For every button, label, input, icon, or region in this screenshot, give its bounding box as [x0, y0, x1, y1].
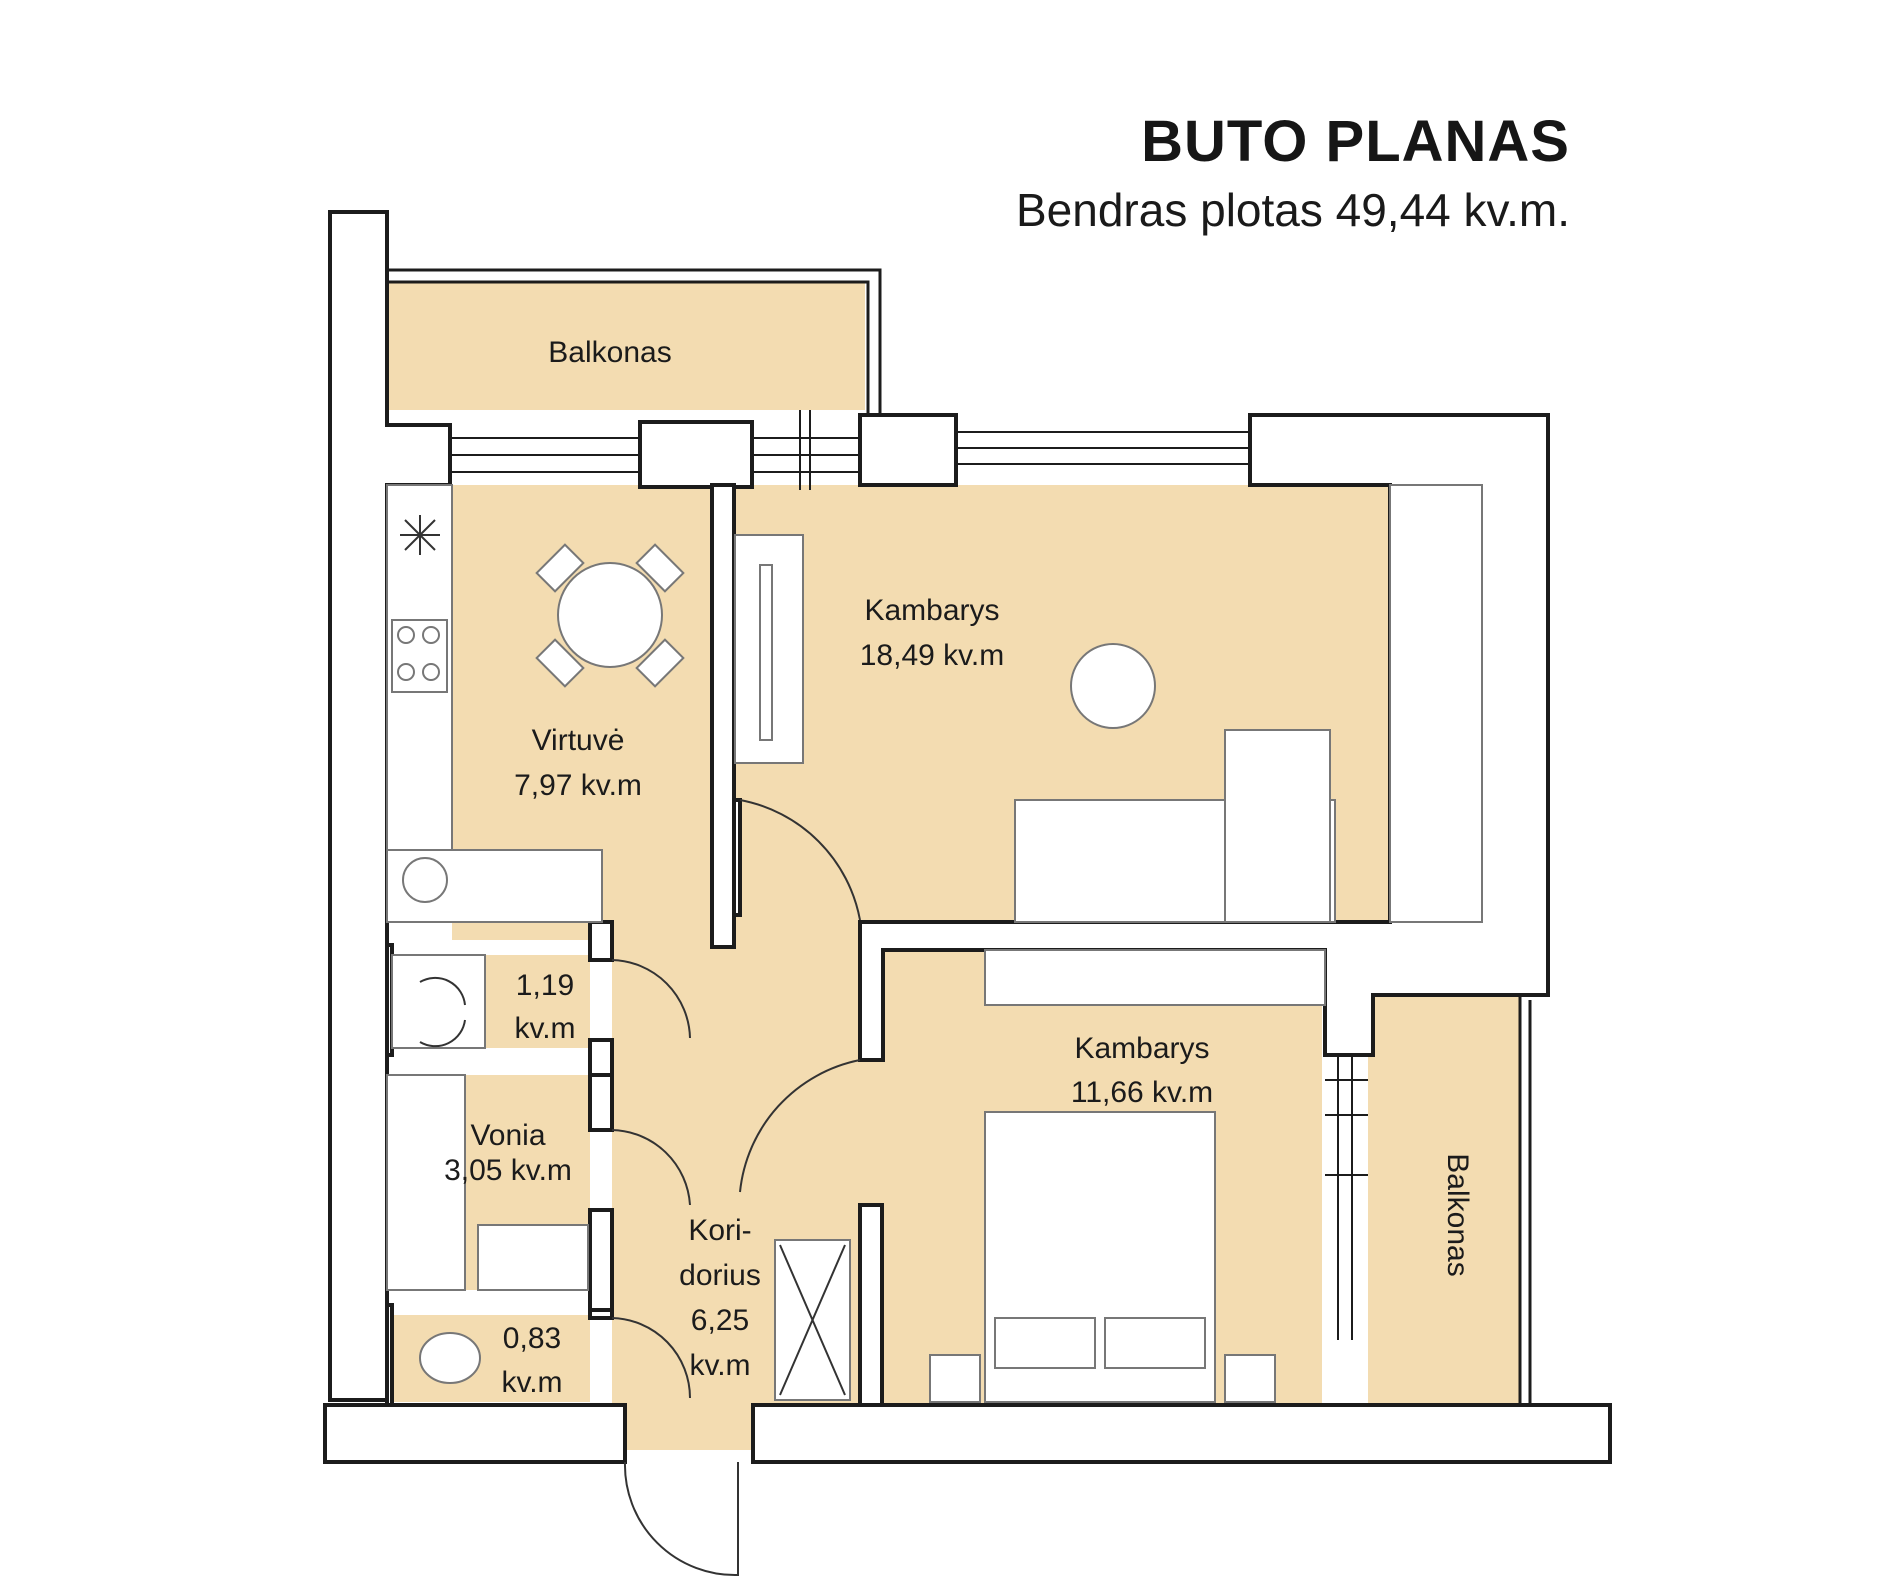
bottom-right-wall	[751, 1403, 1612, 1464]
corridor-name-1: Kori-	[688, 1214, 751, 1247]
toilet	[419, 1332, 481, 1384]
sink	[402, 857, 448, 903]
burner	[397, 626, 415, 644]
entrance-door	[623, 1461, 739, 1577]
living-door	[739, 799, 861, 921]
utility-wall-1	[588, 920, 614, 962]
tv	[759, 564, 773, 741]
corridor-name-2: dorius	[679, 1259, 761, 1292]
wc-door	[611, 1317, 691, 1399]
top-balcony-railing-inner	[387, 280, 870, 415]
utility-wall-3	[588, 1073, 614, 1132]
doors	[611, 799, 861, 1577]
chair	[635, 638, 685, 688]
title-block: BUTO PLANAS Bendras plotas 49,44 kv.m.	[1016, 108, 1570, 237]
bath-name: Vonia	[470, 1119, 545, 1152]
plan-title: BUTO PLANAS	[1141, 109, 1570, 174]
laundry-area-unit: kv.m	[514, 1012, 575, 1045]
balcony-top-label: Balkonas	[548, 336, 671, 369]
burner	[422, 663, 440, 681]
icons	[400, 515, 846, 1396]
bedroom-area: 11,66 kv.m	[1071, 1076, 1213, 1109]
top-balcony-railing	[387, 268, 882, 415]
bottom-left-wall	[323, 1403, 627, 1464]
bedroom-door	[739, 1059, 861, 1193]
burner	[422, 626, 440, 644]
bathtub	[386, 1074, 466, 1291]
kitchen-name: Virtuvė	[532, 724, 625, 757]
closet-cross-icon	[779, 1244, 846, 1396]
chair	[535, 543, 585, 593]
balcony-right-label: Balkonas	[1441, 1153, 1474, 1276]
chair	[635, 543, 685, 593]
labels: Balkonas Virtuvė 7,97 kv.m Kambarys 18,4…	[444, 336, 1474, 1399]
utility-wall-4	[588, 1208, 614, 1317]
pillow	[1104, 1317, 1206, 1369]
wardrobe-living	[1389, 484, 1483, 923]
bath-door	[611, 1129, 691, 1206]
fridge-icon	[400, 515, 440, 555]
kitchen-counter	[386, 484, 453, 916]
laundry-cycle-icon	[419, 976, 466, 1048]
furniture	[386, 484, 1483, 1403]
nightstand	[929, 1354, 981, 1403]
door-stub-living	[732, 798, 742, 917]
bedroom-name: Kambarys	[1074, 1032, 1209, 1065]
coffee-table	[1070, 643, 1156, 729]
bath-cabinet	[477, 1224, 589, 1291]
washing-machine	[391, 954, 486, 1049]
nightstand	[1224, 1354, 1276, 1403]
laundry-area-value: 1,19	[516, 969, 574, 1002]
living-name: Kambarys	[864, 594, 999, 627]
kitchen-partition	[710, 483, 736, 949]
dining-table	[557, 562, 663, 668]
pillar-mid	[858, 413, 958, 487]
kitchen-area: 7,97 kv.m	[514, 769, 642, 802]
corridor-area-value: 6,25	[691, 1304, 749, 1337]
pillow	[994, 1317, 1096, 1369]
wc-area-unit: kv.m	[501, 1366, 562, 1399]
utility-wall-5	[588, 1308, 614, 1320]
wardrobe-bedroom	[984, 949, 1326, 1006]
living-area: 18,49 kv.m	[860, 639, 1005, 672]
plan-subtitle: Bendras plotas 49,44 kv.m.	[1016, 184, 1570, 236]
walls	[323, 210, 1612, 1464]
pillar-left	[638, 420, 754, 489]
chair	[535, 638, 585, 688]
balcony-railings	[387, 268, 1532, 1405]
sofa-chaise	[1224, 729, 1331, 923]
corridor-area-unit: kv.m	[689, 1349, 750, 1382]
wc-left-wall	[385, 1303, 394, 1407]
windows	[450, 410, 1368, 1340]
bath-area: 3,05 kv.m	[444, 1154, 572, 1187]
bedroom-left-wall	[858, 1203, 884, 1407]
laundry-door	[611, 959, 691, 1039]
balcony-top-floor	[387, 282, 865, 410]
burner	[397, 663, 415, 681]
wc-area-value: 0,83	[503, 1322, 561, 1355]
balcony-right-floor	[1368, 995, 1520, 1403]
